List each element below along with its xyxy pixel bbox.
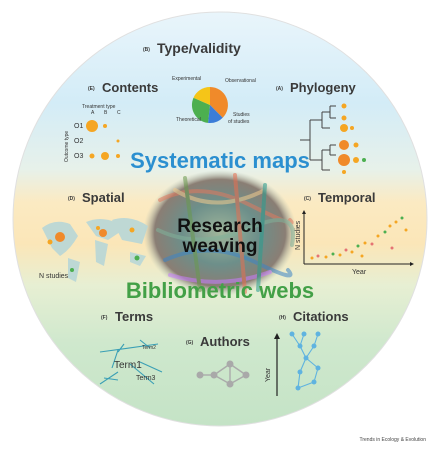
outcome-type-label: Outcome type (64, 131, 70, 162)
center-title-line1: Research (177, 216, 263, 237)
row-o2: O2 (74, 138, 83, 145)
phylo-dot-2 (341, 115, 347, 121)
pie-label-experimental: Experimental (172, 76, 201, 82)
pie-slice-experimental (193, 86, 210, 105)
panel-f-title: Terms (115, 309, 153, 324)
woven-texture (143, 170, 297, 296)
term3-label: Term3 (136, 375, 156, 382)
pie-label-theoretical: Theoretical (176, 117, 201, 123)
map-dot-4 (99, 229, 107, 237)
systematic-maps-title: Systematic maps (130, 148, 310, 173)
panel-a-title: Phylogeny (290, 80, 357, 95)
panel-h-title: Citations (293, 309, 349, 324)
panel-g-title: Authors (200, 334, 250, 349)
panel-terms: (F) Terms Term1 Term2 Term3 (99, 309, 163, 385)
phylo-dot-1 (341, 103, 347, 109)
map-dot-1 (55, 232, 65, 242)
panel-authors: (G) Authors (186, 334, 250, 388)
bubble-o3-c (116, 154, 120, 158)
panel-d-title: Spatial (82, 190, 125, 205)
panel-b-tag: (B) (143, 47, 150, 53)
panel-contents: (E) Contents Treatment type A B C Outcom… (64, 80, 158, 162)
pie-label-studies-2: of studies (228, 119, 250, 125)
phylo-dot-8 (353, 157, 359, 163)
panel-d-tag: (D) (68, 196, 75, 202)
map-dot-7 (70, 268, 74, 272)
authors-nodes (196, 360, 250, 388)
col-c: C (117, 110, 121, 116)
panel-g-tag: (G) (186, 340, 194, 346)
phylo-dot-4 (350, 126, 354, 130)
panel-a-tag: (A) (276, 86, 283, 92)
pie-slice-observational (210, 87, 228, 118)
citations-nodes (289, 331, 321, 391)
col-b: B (104, 110, 108, 116)
col-a: A (91, 110, 95, 116)
bubble-o2-c (116, 139, 120, 143)
temporal-ylabel: N studies (295, 220, 302, 250)
citations-ylabel: Year (265, 367, 272, 382)
phylo-dot-9 (362, 158, 366, 162)
treatment-type-label: Treatment type (82, 104, 116, 110)
temporal-points (310, 216, 408, 260)
panel-c-title: Temporal (318, 190, 376, 205)
map-dot-6 (134, 255, 140, 261)
bubble-o1-a (86, 120, 98, 132)
panel-spatial: (D) Spatial N studies (39, 190, 148, 282)
panel-citations: (H) Citations Year (265, 309, 349, 396)
pie-slice-studies-of-studies (208, 105, 223, 124)
panel-phylogeny: (A) Phylogeny (276, 80, 366, 174)
panel-e-title: Contents (102, 80, 158, 95)
terms-network (99, 339, 163, 385)
term2-label: Term2 (142, 345, 156, 351)
map-dot-5 (129, 227, 135, 233)
temporal-xlabel: Year (352, 269, 367, 276)
panel-f-tag: (F) (101, 315, 108, 321)
panel-type-validity: (B) Type/validity Experimental Observati… (143, 40, 256, 125)
phylo-dot-6 (353, 142, 359, 148)
row-o3: O3 (74, 153, 83, 160)
bubble-o3-b (101, 152, 109, 160)
panel-temporal: (C) Temporal N studies Year (295, 190, 414, 276)
bibliometric-webs-title: Bibliometric webs (126, 278, 314, 303)
spatial-caption: N studies (39, 273, 69, 280)
phylo-dot-10 (342, 170, 346, 174)
row-o1: O1 (74, 123, 83, 130)
phylo-dot-3 (340, 124, 348, 132)
phylogeny-tree (300, 105, 336, 171)
phylo-dot-7 (338, 154, 350, 166)
bubble-o1-b (103, 124, 107, 128)
type-pie-chart (191, 86, 228, 124)
term1-label: Term1 (114, 360, 142, 371)
journal-credit: Trends in Ecology & Evolution (359, 437, 426, 443)
phylo-dot-5 (339, 140, 349, 150)
pie-label-studies: Studies (233, 112, 250, 118)
pie-label-observational: Observational (225, 78, 256, 84)
map-dot-2 (47, 239, 53, 245)
pie-slice-theoretical (191, 97, 210, 123)
panel-e-tag: (E) (88, 86, 95, 92)
center-title-line2: weaving (182, 236, 258, 257)
panel-c-tag: (C) (304, 196, 311, 202)
bubble-o3-a (89, 153, 95, 159)
panel-h-tag: (H) (279, 315, 286, 321)
map-dot-3 (96, 226, 100, 230)
panel-b-title: Type/validity (157, 40, 241, 56)
